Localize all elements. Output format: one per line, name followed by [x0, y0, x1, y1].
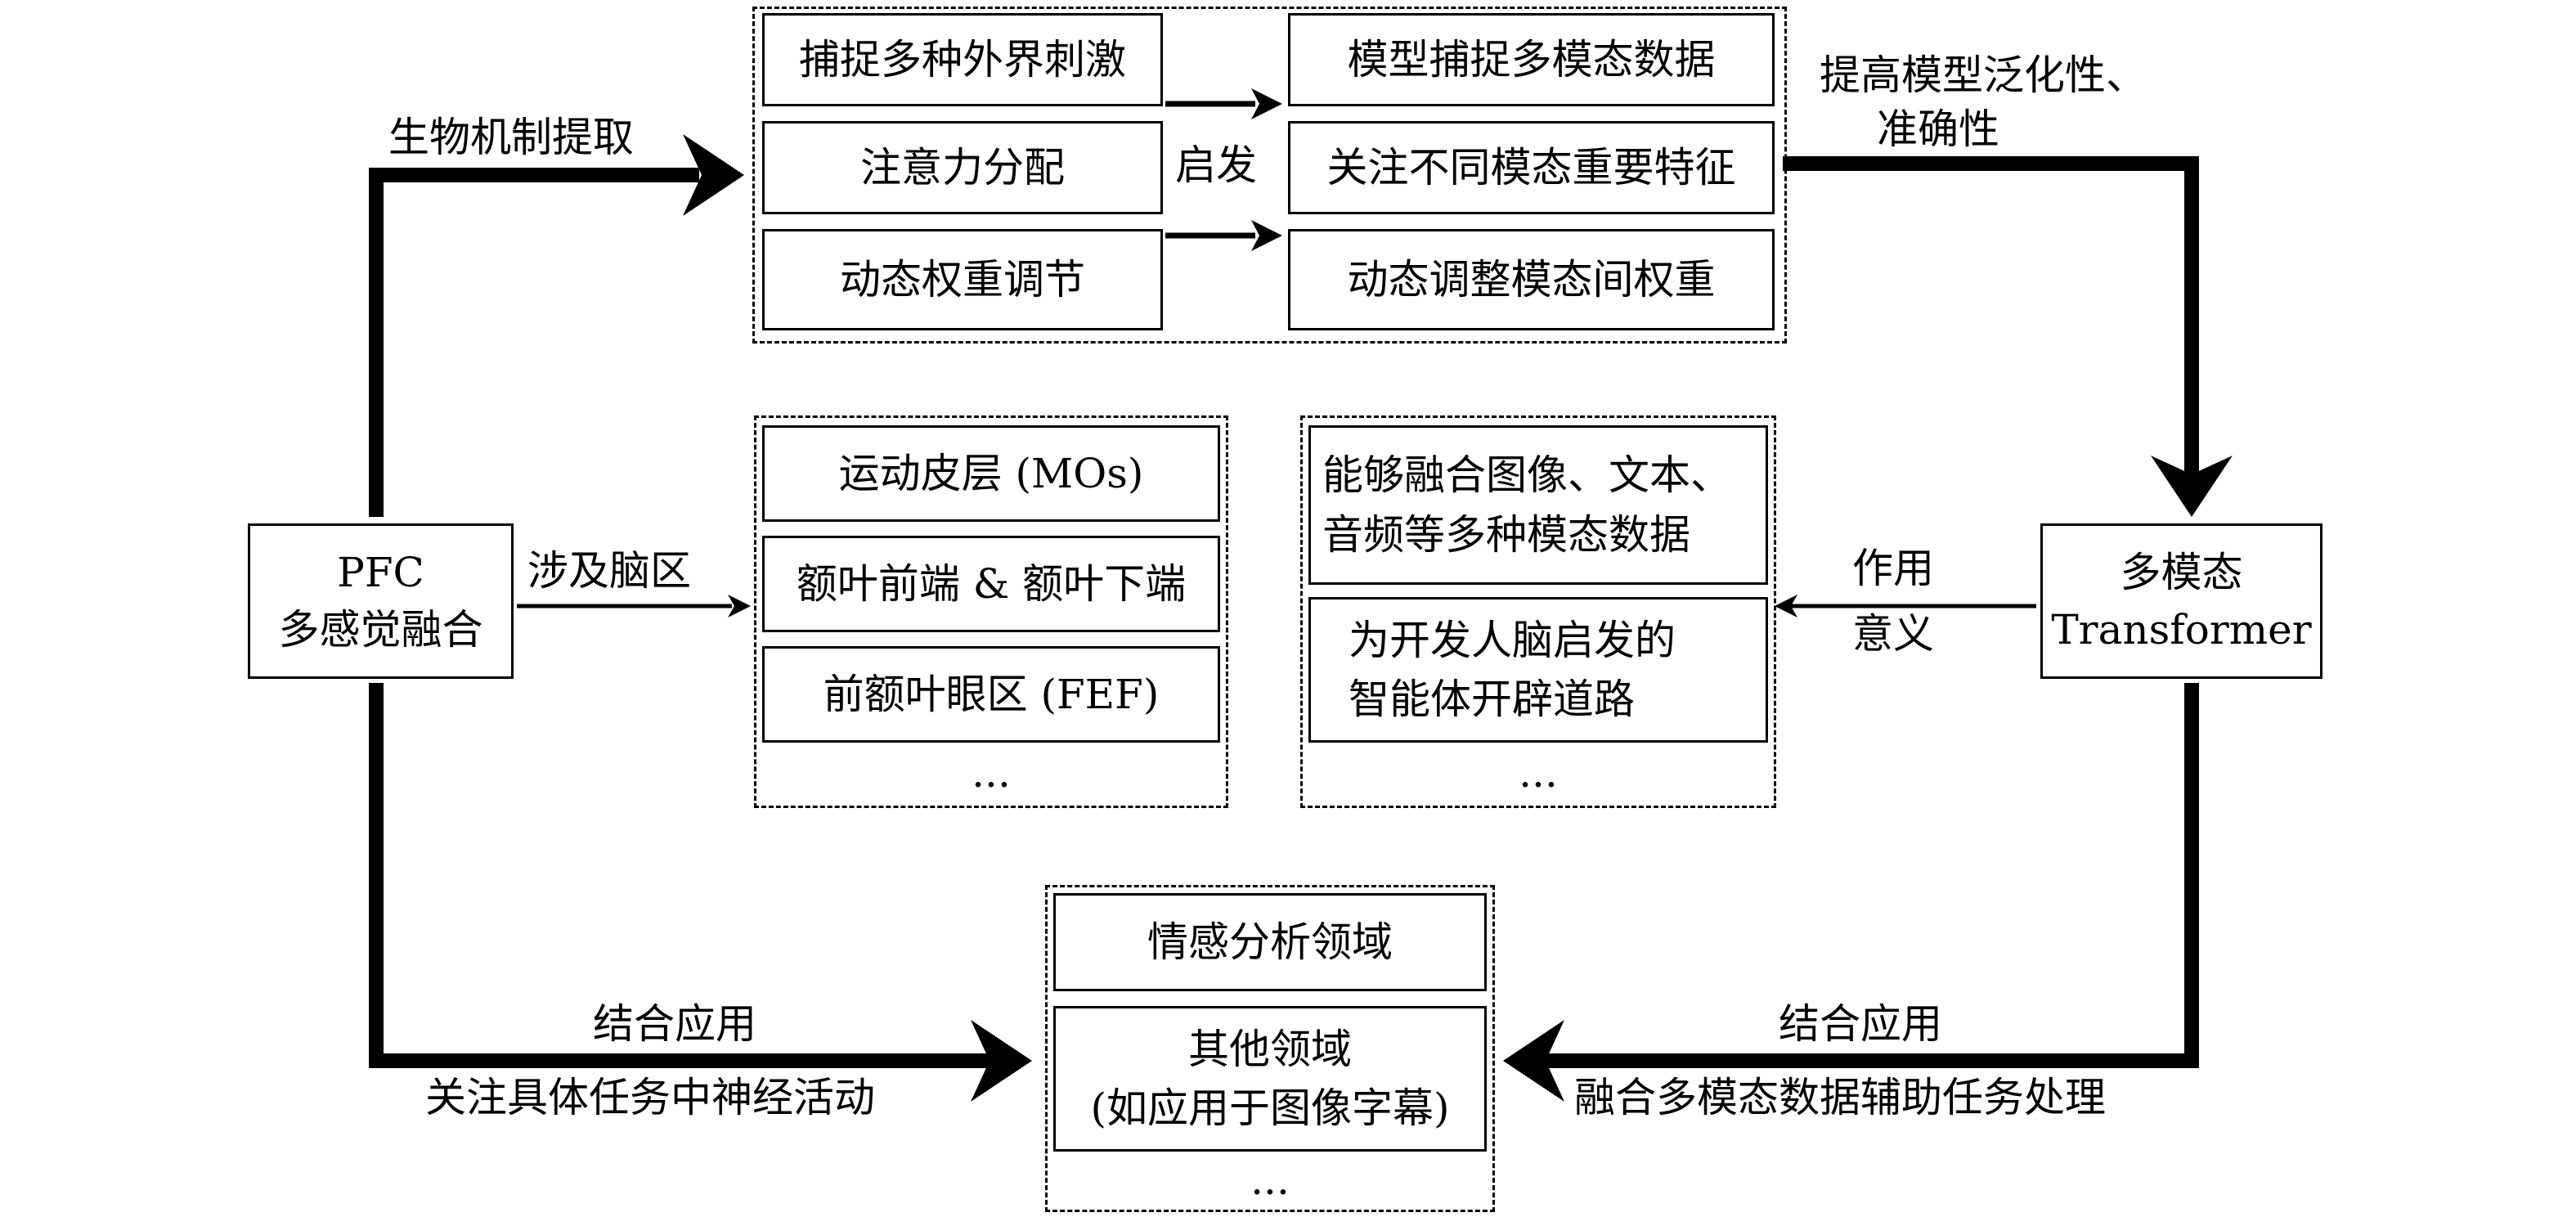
modality-feature-box: 关注不同模态重要特征 [1288, 121, 1775, 214]
arrow-transformer-to-app [1546, 683, 2199, 1068]
apply-left-label-2: 关注具体任务中神经活动 [425, 1074, 875, 1121]
meaning-agent-line2: 智能体开辟道路 [1349, 676, 1635, 723]
effect-label-1: 作用 [1852, 545, 1934, 592]
top-group [752, 7, 1787, 344]
meaning-fusion-line2: 音频等多种模态数据 [1322, 510, 1690, 559]
attention-allocation-text: 注意力分配 [860, 143, 1065, 191]
pfc-line2: 多感觉融合 [278, 606, 483, 653]
brain-fef-box: 前额叶眼区 (FEF) [762, 646, 1220, 743]
meaning-ellipsis: ... [1519, 749, 1558, 797]
arrowhead-inspire-1 [1251, 88, 1282, 119]
brain-mos-box: 运动皮层 (MOs) [762, 425, 1220, 522]
meaning-group [1300, 415, 1776, 808]
stimulus-capture-box: 捕捉多种外界刺激 [762, 13, 1163, 106]
arrowhead-top-to-transformer [2151, 456, 2233, 517]
transformer-line2: Transformer [2051, 606, 2312, 653]
brain-frontal-box: 额叶前端 & 额叶下端 [762, 536, 1220, 632]
arrow-pfc-to-top [369, 168, 699, 517]
arrow-pfc-to-app [369, 683, 990, 1068]
brain-frontal-text: 额叶前端 & 额叶下端 [796, 559, 1187, 608]
arrowhead-pfc-to-app [971, 1020, 1032, 1102]
dynamic-weight-box: 动态权重调节 [762, 229, 1163, 330]
app-sentiment-box: 情感分析领域 [1053, 893, 1487, 991]
brain-group [754, 415, 1228, 808]
app-sentiment-text: 情感分析领域 [1147, 918, 1393, 966]
brain-ellipsis: ... [972, 749, 1011, 797]
inspire-label: 启发 [1175, 141, 1257, 189]
modality-weight-box: 动态调整模态间权重 [1288, 229, 1775, 330]
modality-feature-text: 关注不同模态重要特征 [1326, 143, 1736, 191]
app-other-line2: (如应用于图像字幕) [1090, 1085, 1450, 1132]
pfc-node: PFC 多感觉融合 [248, 523, 514, 679]
brain-region-label: 涉及脑区 [527, 547, 691, 595]
arrowhead-transformer-to-app [1503, 1020, 1564, 1102]
dynamic-weight-text: 动态权重调节 [840, 255, 1085, 303]
pfc-line1: PFC [337, 549, 424, 596]
arrowhead-inspire-2 [1251, 220, 1282, 251]
arrowhead-pfc-to-top [683, 134, 744, 216]
meaning-fusion-box: 能够融合图像、文本、 音频等多种模态数据 [1308, 425, 1768, 585]
meaning-agent-box: 为开发人脑启发的 智能体开辟道路 [1308, 597, 1768, 743]
meaning-agent-line1: 为开发人脑启发的 [1349, 616, 1676, 664]
brain-fef-text: 前额叶眼区 (FEF) [823, 670, 1160, 718]
app-ellipsis: ... [1250, 1156, 1290, 1204]
effect-label-2: 意义 [1852, 610, 1934, 658]
modality-weight-text: 动态调整模态间权重 [1347, 255, 1716, 303]
attention-allocation-box: 注意力分配 [762, 121, 1163, 214]
meaning-fusion-line1: 能够融合图像、文本、 [1322, 451, 1731, 499]
apply-left-label-1: 结合应用 [593, 1000, 756, 1048]
transformer-line1: 多模态 [2120, 549, 2243, 596]
transformer-node: 多模态 Transformer [2040, 523, 2322, 679]
apply-right-label-2: 融合多模态数据辅助任务处理 [1574, 1074, 2106, 1121]
model-capture-text: 模型捕捉多模态数据 [1347, 35, 1716, 83]
bio-mechanism-label: 生物机制提取 [388, 114, 634, 161]
app-other-box: 其他领域 (如应用于图像字幕) [1053, 1006, 1487, 1152]
stimulus-capture-text: 捕捉多种外界刺激 [799, 35, 1126, 83]
arrowhead-transformer-to-meaning [1775, 595, 1797, 617]
app-other-line1: 其他领域 [1187, 1025, 1352, 1073]
application-group [1045, 885, 1495, 1212]
generalize-label-1: 提高模型泛化性、 [1820, 52, 2147, 99]
apply-right-label-1: 结合应用 [1779, 1000, 1942, 1048]
brain-mos-text: 运动皮层 (MOs) [838, 449, 1144, 497]
model-capture-box: 模型捕捉多模态数据 [1288, 13, 1775, 106]
arrowhead-pfc-to-brain [728, 595, 751, 617]
arrow-top-to-transformer [1783, 156, 2199, 474]
generalize-label-2: 准确性 [1877, 106, 1999, 153]
